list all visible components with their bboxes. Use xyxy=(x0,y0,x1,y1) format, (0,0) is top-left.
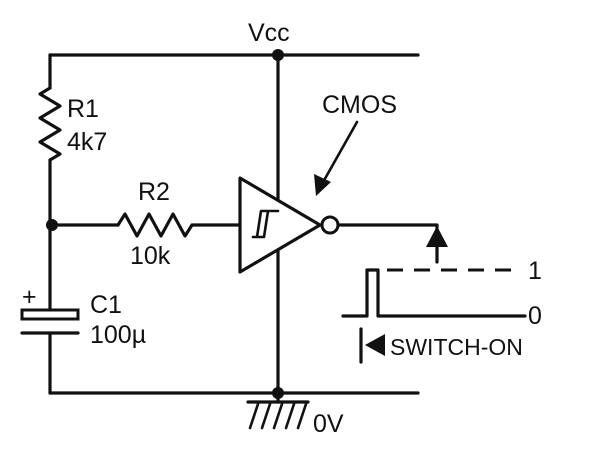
r2-branch xyxy=(50,212,242,238)
c1-name: C1 xyxy=(90,291,122,319)
ground-label: 0V xyxy=(313,410,344,438)
timing-diagram: 1 0 SWITCH-ON xyxy=(341,257,542,364)
ground-symbol xyxy=(246,391,310,430)
c1-capacitor: + xyxy=(20,283,80,335)
left-branch xyxy=(38,53,62,395)
vcc-node xyxy=(272,49,284,61)
switch-on-arrowhead xyxy=(365,334,385,356)
r2-value: 10k xyxy=(130,242,171,270)
r1-value: 4k7 xyxy=(67,128,107,156)
output-pulse xyxy=(341,268,527,318)
r1-name: R1 xyxy=(67,95,99,123)
vcc-label: Vcc xyxy=(248,19,290,47)
r2-resistor xyxy=(116,212,194,238)
cmos-label: CMOS xyxy=(322,91,397,119)
low-level-label: 0 xyxy=(528,302,542,330)
cmos-pointer-arrow xyxy=(320,120,359,186)
vcc-rail: Vcc xyxy=(48,19,420,57)
cmos-arrowhead xyxy=(314,174,331,196)
hysteresis-symbol xyxy=(251,209,280,239)
c1-polarity: + xyxy=(22,283,37,311)
c1-value: 100µ xyxy=(90,321,146,349)
inverter-bubble xyxy=(320,215,340,235)
r2-name: R2 xyxy=(138,178,170,206)
schmitt-inverter xyxy=(238,176,439,274)
output-arrow-up xyxy=(426,226,448,247)
r1-resistor xyxy=(38,86,62,162)
switch-on-label: SWITCH-ON xyxy=(390,334,523,360)
high-level-label: 1 xyxy=(528,257,542,285)
